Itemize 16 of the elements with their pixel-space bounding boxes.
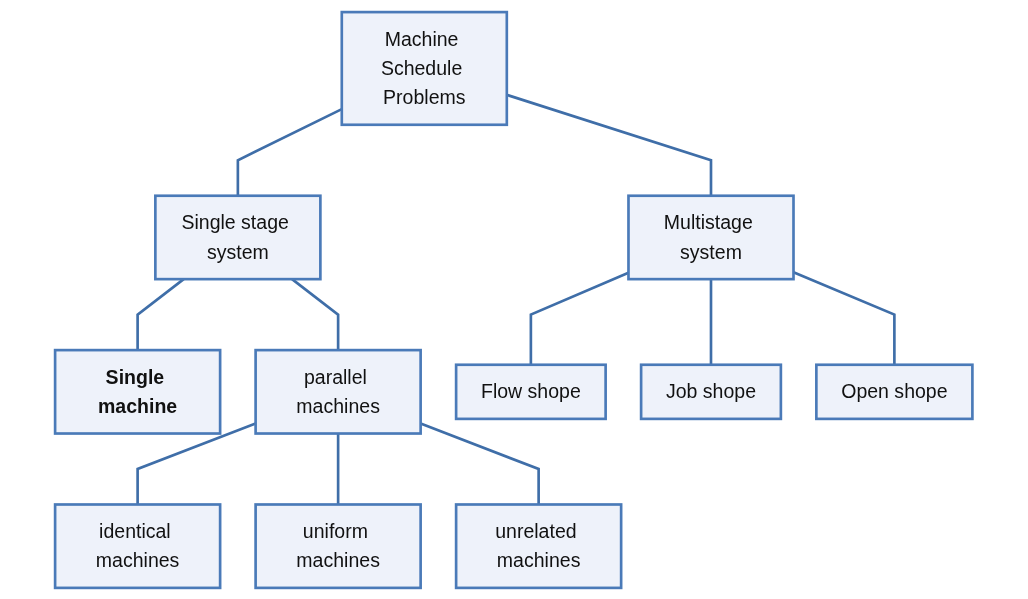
connector — [709, 278, 713, 365]
node-box: uniform machines — [254, 502, 423, 589]
node-box: Single machine — [54, 348, 222, 435]
node-box: parallel machines — [254, 348, 423, 435]
node-box: identical machines — [54, 502, 222, 589]
connector — [420, 421, 541, 504]
node-box: Flow shope — [455, 362, 608, 420]
node-box: unrelated machines — [455, 502, 623, 589]
connector — [236, 107, 343, 196]
node-box: Multistage system — [627, 193, 796, 280]
node-box: Open shope — [815, 362, 974, 420]
node-box: Job shope — [640, 362, 783, 420]
node-box: Single stage system — [154, 193, 322, 280]
node-box: Machine Schedule Problems — [340, 10, 509, 126]
connector — [337, 433, 340, 504]
connector — [793, 270, 896, 365]
